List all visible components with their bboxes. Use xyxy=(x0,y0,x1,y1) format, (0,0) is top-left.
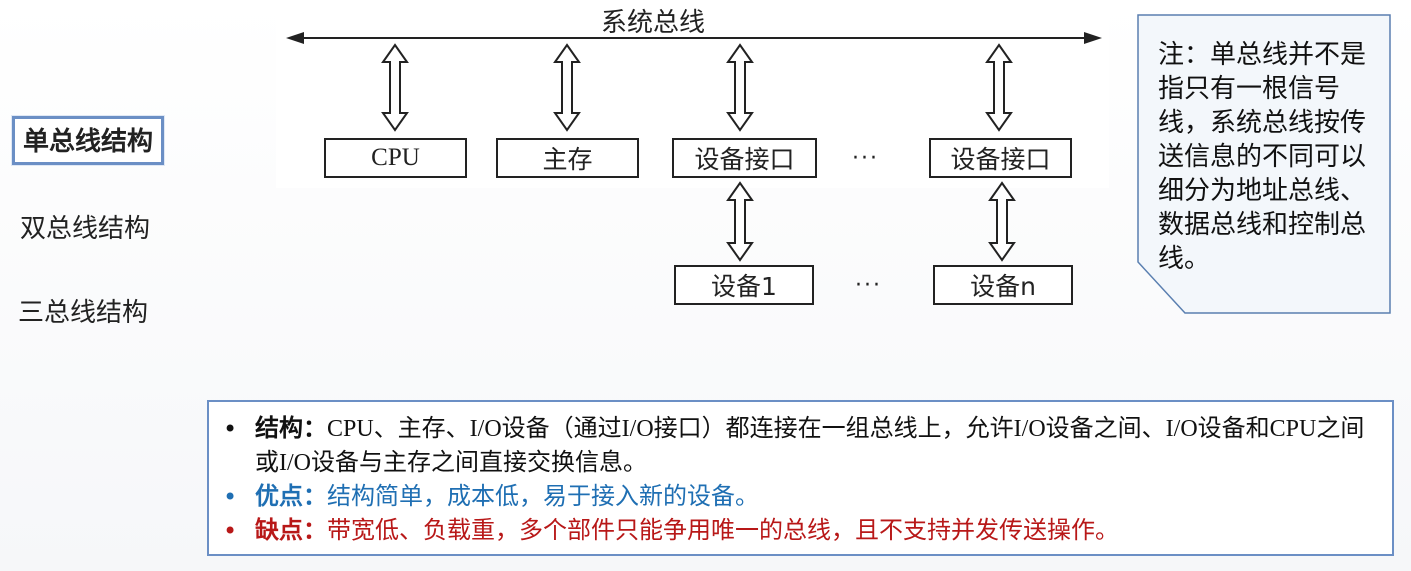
bullet-dot: • xyxy=(223,517,238,545)
double-arrow-memory xyxy=(553,43,581,132)
info-box: • 结构：CPU、主存、I/O设备（通过I/O接口）都连接在一组总线上，允许I/… xyxy=(207,400,1394,556)
system-bus-line xyxy=(286,32,1102,44)
bullet-text: 带宽低、负载重，多个部件只能争用唯一的总线，且不支持并发传送操作。 xyxy=(327,518,1119,544)
bullet-dot: • xyxy=(223,483,238,511)
note-callout-shape xyxy=(1137,14,1391,314)
advantages-bullet: 优点：结构简单，成本低，易于接入新的设备。 xyxy=(255,480,1375,514)
cpu-box: CPU xyxy=(324,138,467,178)
bullet-heading: 缺点： xyxy=(255,518,327,544)
double-arrow-interface-n xyxy=(985,43,1013,132)
note-text: 注：单总线并不是指只有一根信号线，系统总线按传送信息的不同可以细分为地址总线、数… xyxy=(1158,40,1367,274)
device-n-box: 设备n xyxy=(933,265,1073,305)
nav-item-label: 双总线结构 xyxy=(20,214,151,244)
ellipsis-top: ··· xyxy=(852,146,879,171)
nav-item-dual-bus[interactable]: 双总线结构 xyxy=(20,208,150,245)
device-interface-box-n: 设备接口 xyxy=(929,138,1072,178)
main-memory-box: 主存 xyxy=(496,138,639,178)
structure-bullet: 结构：CPU、主存、I/O设备（通过I/O接口）都连接在一组总线上，允许I/O设… xyxy=(255,412,1375,480)
bullet-dot: • xyxy=(223,415,238,443)
double-arrow-device-n xyxy=(988,181,1016,262)
nav-item-label: 三总线结构 xyxy=(18,298,149,328)
double-arrow-device-1 xyxy=(726,181,754,262)
bullet-heading: 结构： xyxy=(255,416,327,442)
device-interface-box: 设备接口 xyxy=(672,138,817,178)
bullet-heading: 优点： xyxy=(255,484,327,510)
nav-item-single-bus[interactable]: 单总线结构 xyxy=(12,116,165,165)
double-arrow-cpu xyxy=(381,43,409,132)
nav-item-triple-bus[interactable]: 三总线结构 xyxy=(18,292,148,329)
disadvantages-bullet: 缺点：带宽低、负载重，多个部件只能争用唯一的总线，且不支持并发传送操作。 xyxy=(255,514,1375,548)
bullet-text: 结构简单，成本低，易于接入新的设备。 xyxy=(327,484,759,510)
device-1-box: 设备1 xyxy=(674,265,814,305)
nav-item-label: 单总线结构 xyxy=(23,127,154,157)
system-bus-label: 系统总线 xyxy=(600,8,705,38)
ellipsis-bottom: ··· xyxy=(855,273,882,298)
double-arrow-interface-1 xyxy=(726,43,754,132)
bullet-text: CPU、主存、I/O设备（通过I/O接口）都连接在一组总线上，允许I/O设备之间… xyxy=(255,416,1365,476)
